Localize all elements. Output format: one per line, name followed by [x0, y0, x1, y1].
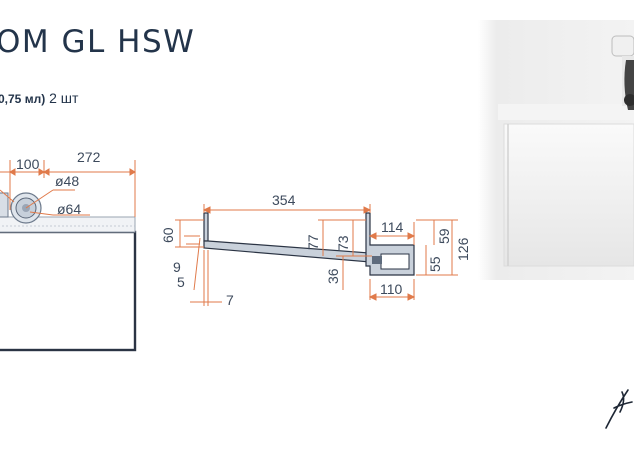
dim-126: 126	[455, 237, 471, 261]
dim-77: 77	[305, 234, 321, 250]
overflow-block	[0, 192, 9, 218]
left-wall	[203, 212, 209, 242]
top-view: 100 272 ø48 ø64	[0, 149, 137, 352]
channel-cavity	[380, 253, 410, 270]
dim-73: 73	[335, 235, 351, 251]
dim-110: 110	[380, 281, 403, 297]
dim-d48: ø48	[55, 173, 79, 189]
sink-top-surface	[498, 104, 634, 120]
subtitle-volume: 0,75 мл)	[0, 92, 46, 106]
dim-354: 354	[272, 192, 296, 208]
basin-outline	[0, 230, 137, 352]
dim-7: 7	[226, 292, 234, 308]
sink-front	[503, 123, 634, 267]
section-dim-lines	[175, 204, 458, 306]
dim-60: 60	[160, 227, 176, 243]
section-view: 354 60 77 73 114 59 126 9 5 36 55 7 110	[160, 192, 471, 308]
signature-mark	[605, 389, 633, 429]
dim-55: 55	[427, 256, 443, 272]
dim-59: 59	[436, 228, 452, 244]
faucet-knob	[624, 94, 634, 106]
product-subtitle: 0,75 мл) 2 шт	[0, 90, 78, 106]
dim-9: 9	[173, 259, 181, 275]
product-title: OM GL HSW	[0, 24, 196, 60]
dim-114: 114	[381, 219, 404, 235]
dim-d64: ø64	[57, 201, 81, 217]
subtitle-quantity: 2 шт	[49, 90, 79, 106]
top-dim-lines	[0, 160, 136, 217]
dim-272: 272	[77, 149, 101, 165]
faucet-body	[611, 35, 634, 57]
dim-5: 5	[177, 274, 185, 290]
dim-36: 36	[325, 268, 341, 284]
dim-100: 100	[16, 156, 40, 172]
drain-pipe	[372, 256, 382, 264]
sink-photo	[478, 20, 634, 280]
